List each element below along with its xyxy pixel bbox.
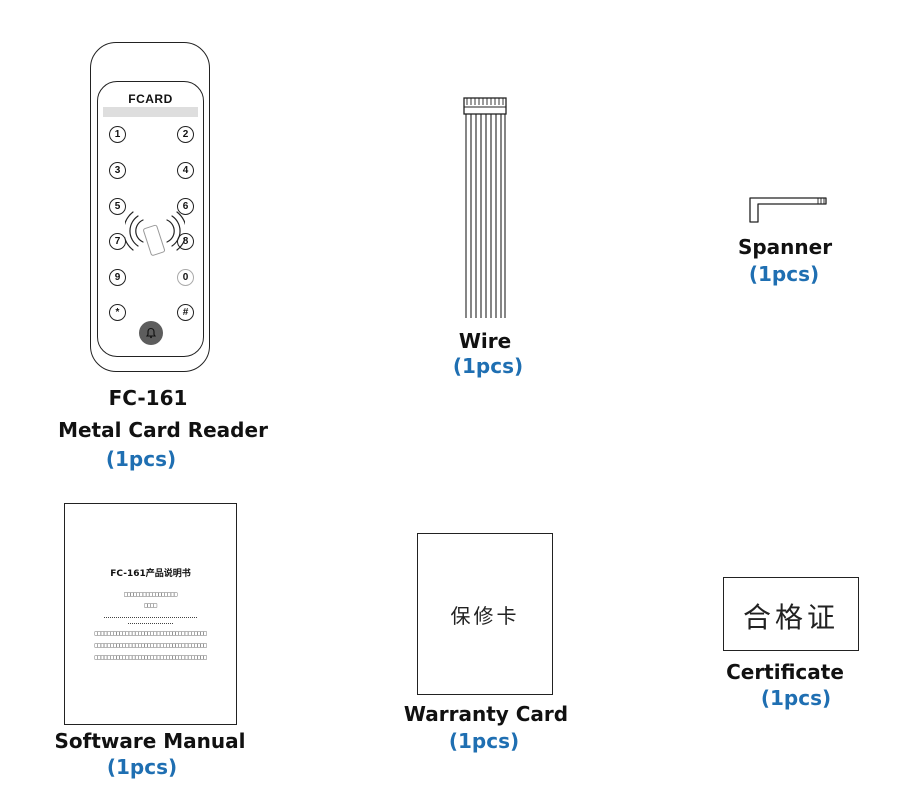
certificate-label: Certificate — [726, 660, 844, 684]
manual-subtitle-line-2: □□□□ — [144, 602, 157, 609]
bell-icon — [145, 327, 157, 339]
software-manual-illustration — [64, 503, 237, 725]
key-0: 0 — [177, 269, 194, 286]
key-2: 2 — [177, 126, 194, 143]
spanner-qty-label: (1pcs) — [748, 262, 820, 286]
key-1: 1 — [109, 126, 126, 143]
key-3: 3 — [109, 162, 126, 179]
reader-brand: FCARD — [128, 92, 173, 106]
manual-label: Software Manual — [54, 729, 246, 753]
manual-title: FC-161产品说明书 — [110, 569, 191, 579]
manual-qty-label: (1pcs) — [106, 755, 178, 779]
spanner-illustration — [749, 197, 827, 223]
reader-display-strip — [103, 107, 198, 117]
manual-dotted-line — [104, 617, 197, 619]
reader-qty-label: (1pcs) — [105, 447, 177, 471]
manual-subtitle-line: □□□□□□□□□□□□□□□□□ — [124, 591, 177, 598]
key-6: 6 — [177, 198, 194, 215]
spanner-label: Spanner — [737, 235, 833, 259]
warranty-card-qty-label: (1pcs) — [448, 729, 520, 753]
key-7: 7 — [109, 233, 126, 250]
wire-qty-label: (1pcs) — [452, 354, 524, 378]
reader-model-label: FC-161 — [108, 386, 188, 410]
manual-body-line-1: □□□□□□□□□□□□□□□□□□□□□□□□□□□□□□□□□□□□ — [94, 630, 207, 637]
warranty-card-text: 保修卡 — [450, 604, 520, 628]
doorbell-button — [139, 321, 163, 345]
manual-body-line-3: □□□□□□□□□□□□□□□□□□□□□□□□□□□□□□□□□□□□ — [94, 654, 207, 661]
manual-dotted-line-2 — [128, 623, 173, 625]
certificate-text: 合格证 — [742, 601, 839, 634]
reader-name-label: Metal Card Reader — [58, 418, 268, 442]
key-4: 4 — [177, 162, 194, 179]
warranty-card-illustration — [417, 533, 553, 695]
certificate-qty-label: (1pcs) — [760, 686, 832, 710]
wire-label: Wire — [458, 329, 512, 353]
warranty-card-label: Warranty Card — [403, 702, 569, 726]
key-star: * — [109, 304, 126, 321]
certificate-illustration — [723, 577, 859, 651]
key-9: 9 — [109, 269, 126, 286]
key-5: 5 — [109, 198, 126, 215]
wire-illustration — [463, 97, 507, 318]
key-hash: # — [177, 304, 194, 321]
rfid-card-icon — [125, 211, 185, 256]
manual-body-line-2: □□□□□□□□□□□□□□□□□□□□□□□□□□□□□□□□□□□□ — [94, 642, 207, 649]
